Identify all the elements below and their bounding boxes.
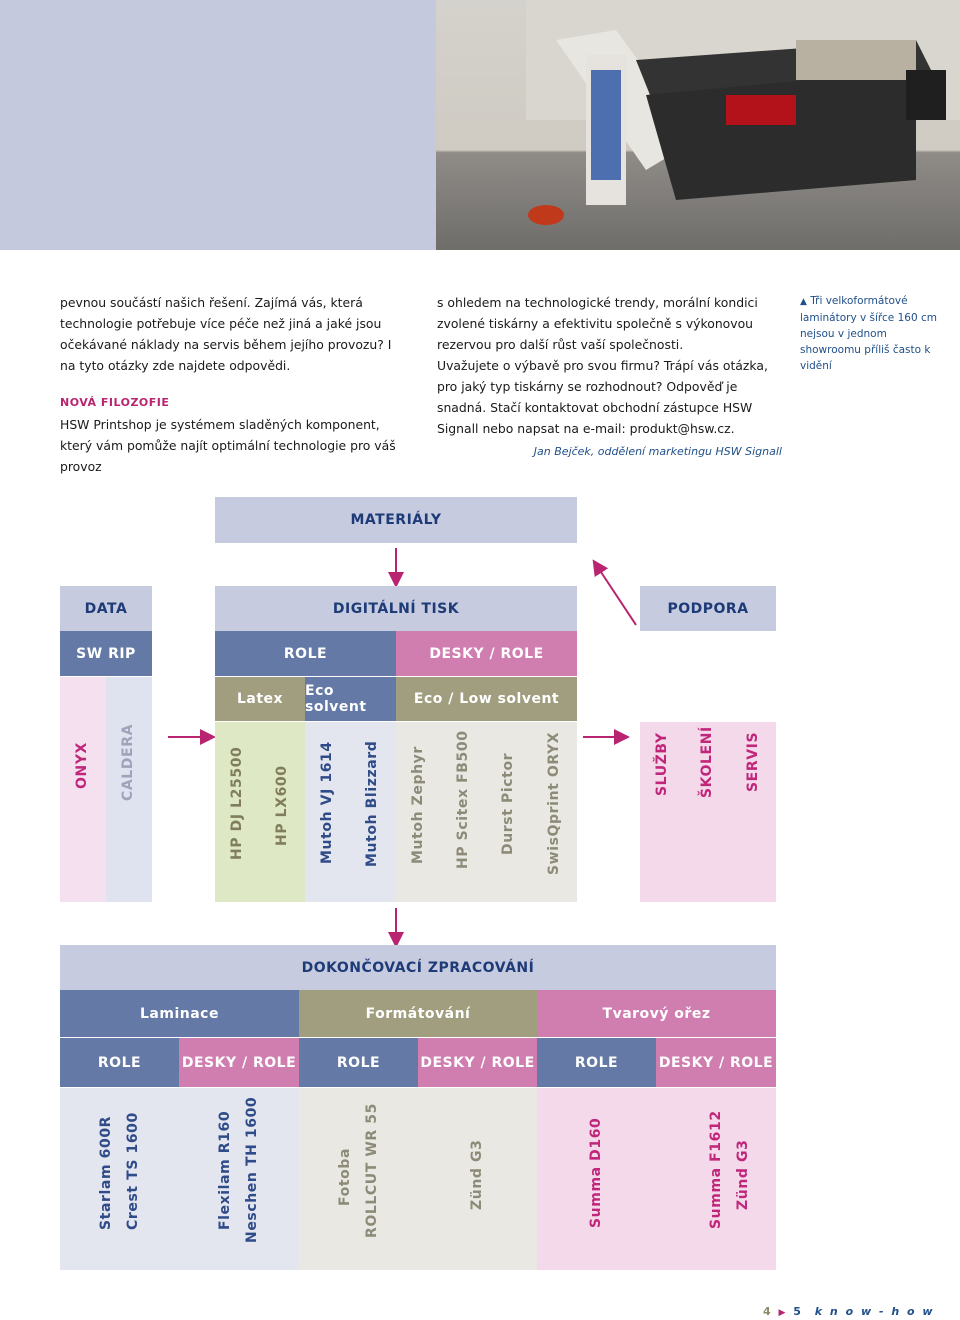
- support-cell: SLUŽBY: [640, 722, 685, 902]
- triangle-up-icon: ▲: [800, 297, 807, 307]
- product-name: Summa F1612: [708, 1110, 724, 1229]
- finishing-products-cell: Summa D160: [537, 1088, 656, 1270]
- printer-cell: HP LX600: [260, 722, 305, 902]
- page-number-left: 4: [763, 1305, 773, 1318]
- trends-paragraph: s ohledem na technologické trendy, morál…: [437, 295, 758, 352]
- page-number-right: 5: [793, 1305, 803, 1318]
- photo-caption: ▲ Tři velkoformátové laminátory v šířce …: [800, 295, 937, 372]
- formatovani-box: Formátování: [299, 990, 537, 1037]
- desky-role-box: DESKY / ROLE: [396, 631, 577, 676]
- rip-item: CALDERA: [120, 723, 136, 801]
- section-heading: NOVÁ FILOZOFIE: [60, 396, 170, 409]
- product-name: ROLLCUT WR 55: [364, 1103, 380, 1238]
- support-cell: ŠKOLENÍ: [685, 722, 730, 902]
- triangle-right-icon: ▶: [778, 1308, 788, 1318]
- product-name: Zünd G3: [735, 1139, 751, 1210]
- printer-cell: Durst Pictor: [486, 722, 531, 902]
- printer-name: Mutoh Zephyr: [410, 746, 426, 864]
- laminator-photo: [436, 0, 960, 250]
- finishing-products-cell: Flexilam R160 Neschen TH 1600: [179, 1088, 299, 1270]
- printer-cell: HP Scitex FB500: [441, 722, 486, 902]
- rip-item: ONYX: [74, 742, 90, 789]
- printer-cell: Mutoh Zephyr: [396, 722, 441, 902]
- printer-name: HP Scitex FB500: [455, 730, 471, 869]
- eco-low-solvent-box: Eco / Low solvent: [396, 677, 577, 721]
- finishing-products-cell: Summa F1612 Zünd G3: [656, 1088, 776, 1270]
- tvarovy-orez-box: Tvarový ořez: [537, 990, 776, 1037]
- product-name: Neschen TH 1600: [244, 1096, 260, 1243]
- materialy-box: MATERIÁLY: [215, 497, 577, 543]
- data-box: DATA: [60, 586, 152, 631]
- printer-cell: SwisQprint ORYX: [531, 722, 577, 902]
- product-name: Crest TS 1600: [125, 1112, 141, 1230]
- finishing-products-cell: Starlam 600R Crest TS 1600: [60, 1088, 179, 1270]
- printer-cell: HP DJ L25500: [215, 722, 260, 902]
- printer-name: HP DJ L25500: [229, 746, 245, 860]
- printer-name: Mutoh VJ 1614: [319, 741, 335, 864]
- finishing-mode: ROLE: [537, 1038, 656, 1087]
- finishing-products-cell: Fotoba ROLLCUT WR 55: [299, 1088, 418, 1270]
- filozofie-paragraph: HSW Printshop je systémem sladěných komp…: [60, 417, 396, 474]
- contact-paragraph: Uvažujete o výbavě pro svou firmu? Trápí…: [437, 358, 768, 436]
- rip-onyx-cell: ONYX: [60, 677, 106, 902]
- printer-name: Durst Pictor: [500, 752, 516, 855]
- printer-cell: Mutoh VJ 1614: [305, 722, 350, 902]
- latex-box: Latex: [215, 677, 305, 721]
- sw-rip-box: SW RIP: [60, 631, 152, 676]
- product-name: Starlam 600R: [98, 1115, 114, 1230]
- printer-name: SwisQprint ORYX: [546, 731, 562, 875]
- page-footer: 4 ▶ 5 k n o w - h o w: [763, 1305, 935, 1318]
- role-box: ROLE: [215, 631, 396, 676]
- product-name: Flexilam R160: [217, 1110, 233, 1230]
- finishing-mode: DESKY / ROLE: [179, 1038, 299, 1087]
- intro-column: pevnou součástí našich řešení. Zajímá vá…: [60, 292, 405, 477]
- rip-caldera-cell: CALDERA: [106, 677, 152, 902]
- podpora-box: PODPORA: [640, 586, 776, 631]
- product-name: Zünd G3: [469, 1139, 485, 1210]
- second-column: s ohledem na technologické trendy, morál…: [437, 292, 782, 462]
- laminace-box: Laminace: [60, 990, 299, 1037]
- footer-brand: k n o w - h o w: [814, 1305, 935, 1318]
- finishing-mode: ROLE: [60, 1038, 179, 1087]
- support-item: SERVIS: [745, 731, 761, 792]
- finishing-mode: ROLE: [299, 1038, 418, 1087]
- support-item: ŠKOLENÍ: [699, 726, 715, 798]
- finishing-mode: DESKY / ROLE: [418, 1038, 537, 1087]
- intro-paragraph: pevnou součástí našich řešení. Zajímá vá…: [60, 295, 392, 373]
- arrow-diagonal: [592, 559, 637, 626]
- digitalni-tisk-box: DIGITÁLNÍ TISK: [215, 586, 577, 631]
- product-name: Summa D160: [588, 1117, 604, 1228]
- eco-solvent-box: Eco solvent: [305, 677, 396, 721]
- finishing-products-cell: Zünd G3: [418, 1088, 537, 1270]
- product-name: Fotoba: [337, 1148, 353, 1206]
- printer-name: Mutoh Blizzard: [364, 740, 380, 867]
- photo-background-left: [0, 0, 436, 250]
- dokoncovaci-box: DOKONČOVACÍ ZPRACOVÁNÍ: [60, 945, 776, 990]
- finishing-mode: DESKY / ROLE: [656, 1038, 776, 1087]
- printer-cell: Mutoh Blizzard: [350, 722, 396, 902]
- signature: Jan Bejček, oddělení marketingu HSW Sign…: [533, 445, 782, 458]
- support-item: SLUŽBY: [654, 732, 670, 796]
- support-cell: SERVIS: [730, 722, 776, 902]
- laminator-illustration: [526, 0, 960, 225]
- printer-name: HP LX600: [274, 765, 290, 846]
